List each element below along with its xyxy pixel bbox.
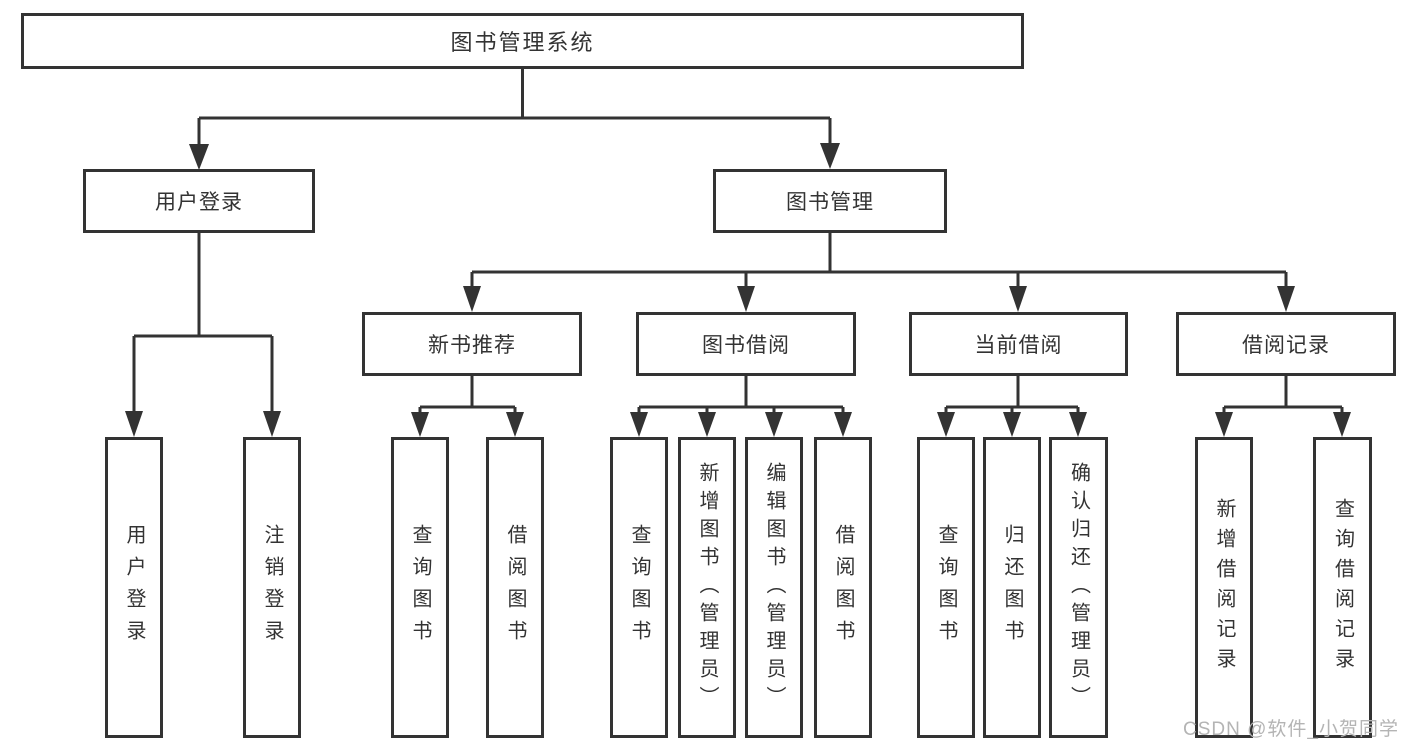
- node-book-borrowing: 图书借阅: [636, 312, 856, 376]
- node-current-borrowing: 当前借阅: [909, 312, 1128, 376]
- node-root: 图书管理系统: [21, 13, 1024, 69]
- leaf-cb-return-books-label: 归还图书: [1001, 523, 1023, 652]
- leaf-cb-query-books-label: 查询图书: [935, 523, 957, 652]
- leaf-nbr-query-books: 查询图书: [391, 437, 449, 738]
- connector-new-book-recommendation-to-leaves: [411, 376, 524, 437]
- node-current-borrowing-label: 当前借阅: [974, 334, 1063, 357]
- leaf-nbr-borrow-books-label: 借阅图书: [504, 523, 526, 652]
- leaf-cb-confirm-return-admin-label: 确认归还（管理员）: [1067, 461, 1090, 714]
- leaf-user-login-label: 用户登录: [123, 523, 145, 652]
- leaf-bb-query-books: 查询图书: [610, 437, 668, 738]
- leaf-br-add-borrow-record-label: 新增借阅记录: [1213, 497, 1235, 678]
- leaf-bb-add-books-admin: 新增图书（管理员）: [678, 437, 736, 738]
- leaf-bb-add-books-admin-label: 新增图书（管理员）: [696, 461, 718, 714]
- node-user-login-label: 用户登录: [155, 191, 243, 214]
- leaf-logout: 注销登录: [243, 437, 301, 738]
- leaf-bb-edit-books-admin-label: 编辑图书（管理员）: [763, 461, 785, 714]
- leaf-logout-label: 注销登录: [261, 523, 283, 652]
- node-borrowing-records: 借阅记录: [1176, 312, 1396, 376]
- csdn-watermark: CSDN @软件_小贺同学: [1183, 719, 1399, 740]
- leaf-bb-borrow-books: 借阅图书: [814, 437, 872, 738]
- connector-root-to-level2: [189, 69, 840, 170]
- connector-user-login-to-leaves: [125, 233, 281, 437]
- node-book-borrowing-label: 图书借阅: [702, 334, 790, 357]
- node-book-management-label: 图书管理: [786, 191, 874, 214]
- leaf-cb-return-books: 归还图书: [983, 437, 1041, 738]
- leaf-cb-confirm-return-admin: 确认归还（管理员）: [1049, 437, 1108, 738]
- node-new-book-recommendation: 新书推荐: [362, 312, 582, 376]
- leaf-nbr-borrow-books: 借阅图书: [486, 437, 544, 738]
- node-book-management: 图书管理: [713, 169, 947, 233]
- leaf-bb-query-books-label: 查询图书: [628, 523, 650, 652]
- connector-book-borrowing-to-leaves: [630, 376, 852, 437]
- node-user-login: 用户登录: [83, 169, 315, 233]
- leaf-br-query-borrow-record: 查询借阅记录: [1313, 437, 1372, 738]
- connector-current-borrowing-to-leaves: [937, 376, 1087, 437]
- node-borrowing-records-label: 借阅记录: [1242, 334, 1330, 357]
- leaf-br-add-borrow-record: 新增借阅记录: [1195, 437, 1253, 738]
- leaf-cb-query-books: 查询图书: [917, 437, 975, 738]
- leaf-br-query-borrow-record-label: 查询借阅记录: [1331, 497, 1354, 678]
- node-root-label: 图书管理系统: [450, 30, 595, 55]
- leaf-user-login: 用户登录: [105, 437, 163, 738]
- leaf-nbr-query-books-label: 查询图书: [409, 523, 431, 652]
- leaf-bb-edit-books-admin: 编辑图书（管理员）: [745, 437, 803, 738]
- connector-book-management-to-level3: [463, 233, 1295, 312]
- node-new-book-recommendation-label: 新书推荐: [428, 334, 516, 357]
- leaf-bb-borrow-books-label: 借阅图书: [832, 523, 854, 652]
- connector-borrowing-records-to-leaves: [1215, 376, 1351, 437]
